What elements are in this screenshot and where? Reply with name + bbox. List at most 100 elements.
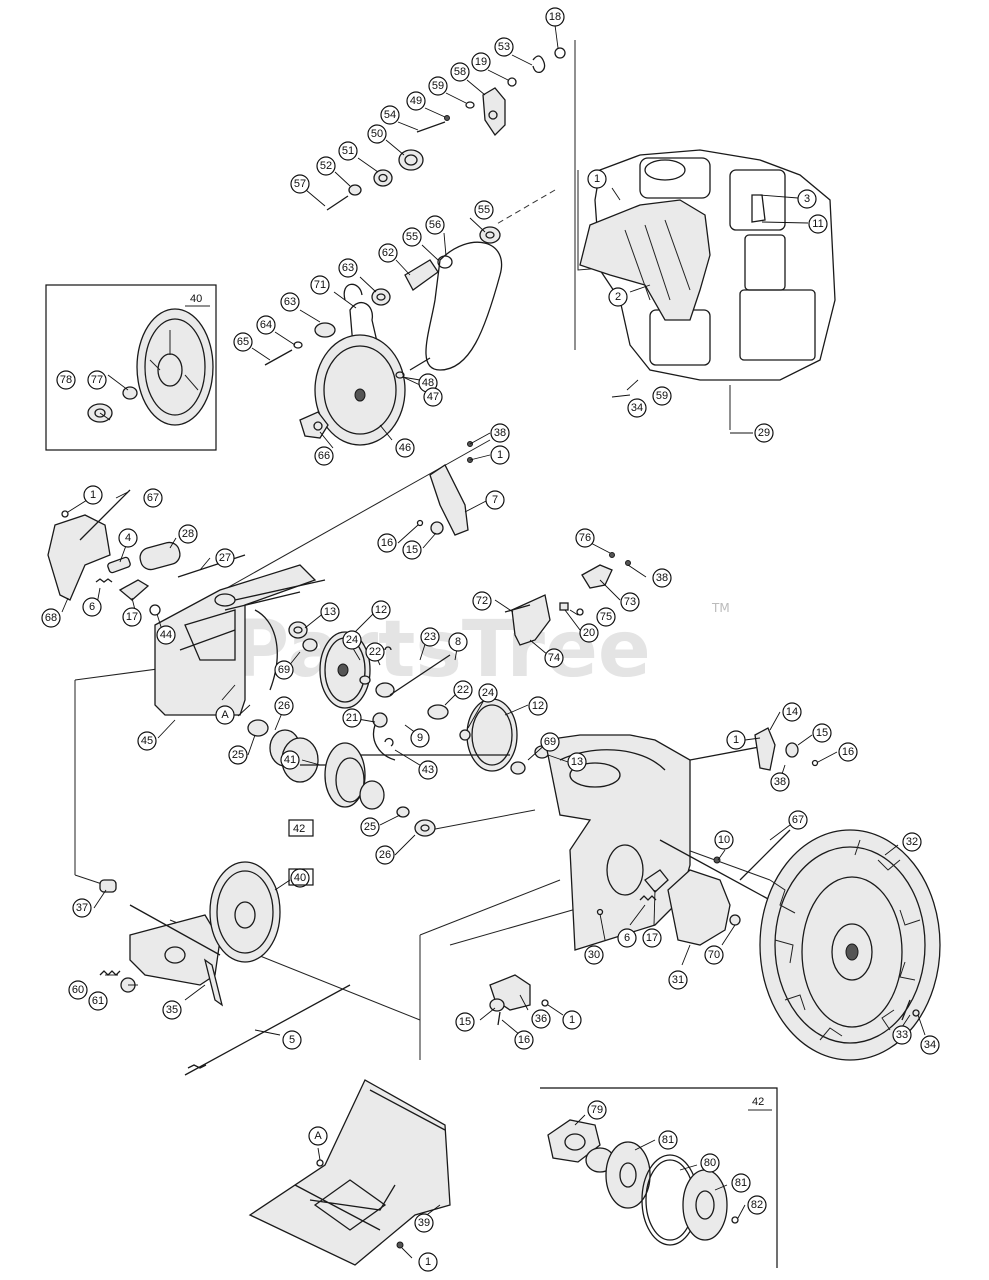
callout-number: 1: [569, 1014, 575, 1026]
callout-24-right-group: 24: [478, 683, 498, 703]
callout-number: 1: [594, 173, 600, 185]
callout-number: 28: [182, 528, 194, 540]
callout-56-group: 56: [425, 215, 445, 235]
callout-16-right: [838, 742, 858, 762]
callout-81-a: [658, 1130, 678, 1150]
callout-number: 20: [583, 627, 595, 639]
callout-number: 36: [535, 1013, 547, 1025]
callout-number: 55: [478, 204, 490, 216]
callout-number: 78: [60, 374, 72, 386]
callout-15-right: [812, 723, 832, 743]
callout-number: 5: [289, 1034, 295, 1046]
callout-38-right-group: 38: [770, 772, 790, 792]
callout-number: 62: [382, 247, 394, 259]
callout-80-group: 80: [700, 1153, 720, 1173]
callout-46: [395, 438, 415, 458]
callout-14: [782, 702, 802, 722]
control-brackets: [504, 552, 631, 646]
callout-3: [797, 189, 817, 209]
callout-number: 58: [454, 66, 466, 78]
callout-number: 39: [418, 1217, 430, 1229]
callout-63b-group: 63: [280, 292, 300, 312]
callout-number: 48: [422, 377, 434, 389]
callout-37: [72, 898, 92, 918]
callout-68: [41, 608, 61, 628]
callout-7-group: 7: [485, 490, 505, 510]
callout-72-group: 72: [472, 591, 492, 611]
callout-number: 66: [318, 450, 330, 462]
lower-bracket-36: [489, 974, 549, 1026]
callout-30-group: 30: [584, 945, 604, 965]
callout-20: [579, 623, 599, 643]
callout-4-group: 4: [118, 528, 138, 548]
callout-16-bottom: [514, 1030, 534, 1050]
callout-6-left-group: 6: [82, 597, 102, 617]
callout-65: [233, 332, 253, 352]
trademark: TM: [711, 601, 730, 615]
callout-35-group: 35: [162, 1000, 182, 1020]
callout-13-left-group: 13: [320, 602, 340, 622]
callout-31: [668, 970, 688, 990]
callout-1-shield: [418, 1252, 438, 1272]
callout-60: [68, 980, 88, 1000]
callout-59: [428, 76, 448, 96]
callout-number: 30: [588, 949, 600, 961]
callout-number: 33: [896, 1029, 908, 1041]
callout-number: 38: [494, 427, 506, 439]
callout-22-top-group: 22: [365, 642, 385, 662]
callout-number: 77: [91, 374, 103, 386]
callout-16-right-group: 16: [838, 742, 858, 762]
callout-2: [608, 287, 628, 307]
callout-76: [575, 528, 595, 548]
callout-34-wheel: [920, 1035, 940, 1055]
callout-number: 17: [646, 932, 658, 944]
callout-number: 15: [459, 1016, 471, 1028]
callout-21-group: 21: [342, 708, 362, 728]
callout-number: 31: [672, 974, 684, 986]
callout-2-group: 2: [608, 287, 628, 307]
label-42-mid: 42: [293, 823, 305, 835]
callout-53: [494, 37, 514, 57]
callout-number: A: [221, 709, 229, 721]
callout-25-top: [228, 745, 248, 765]
callout-49-group: 49: [406, 91, 426, 111]
callout-22-top: [365, 642, 385, 662]
callout-34-engine-group: 34: [627, 398, 647, 418]
callout-56: [425, 215, 445, 235]
callout-19: [471, 52, 491, 72]
callout-number: 37: [76, 902, 88, 914]
callout-24-left-group: 24: [342, 630, 362, 650]
callout-number: 70: [708, 949, 720, 961]
callout-number: 15: [406, 544, 418, 556]
callout-number: 52: [320, 160, 332, 172]
callout-71-group: 71: [310, 275, 330, 295]
gear-train: [247, 621, 550, 837]
box-40-upper: 40: [45, 284, 217, 451]
callout-37-group: 37: [72, 898, 92, 918]
callout-40-lower-group: 40: [290, 868, 310, 888]
callout-64: [256, 315, 276, 335]
callout-number: 18: [549, 11, 561, 23]
callout-number: 67: [792, 814, 804, 826]
callout-number: 72: [476, 595, 488, 607]
callout-number: 82: [751, 1199, 763, 1211]
callout-number: 29: [758, 427, 770, 439]
callout-38-mid: [652, 568, 672, 588]
callout-33: [892, 1025, 912, 1045]
callout-45-group: 45: [137, 731, 157, 751]
callout-54: [380, 105, 400, 125]
callout-number: 69: [544, 736, 556, 748]
callout-number: 8: [455, 636, 461, 648]
callout-number: 1: [425, 1256, 431, 1268]
callout-number: 54: [384, 109, 396, 121]
callout-7: [485, 490, 505, 510]
callout-44-group: 44: [156, 625, 176, 645]
callout-5: [282, 1030, 302, 1050]
callout-1-shield-group: 1: [418, 1252, 438, 1272]
callout-number: 24: [482, 687, 494, 699]
callout-75-group: 75: [596, 607, 616, 627]
callout-77-group: 77: [87, 370, 107, 390]
callout-6-right-group: 6: [617, 928, 637, 948]
callout-9: [410, 728, 430, 748]
callout-9-group: 9: [410, 728, 430, 748]
